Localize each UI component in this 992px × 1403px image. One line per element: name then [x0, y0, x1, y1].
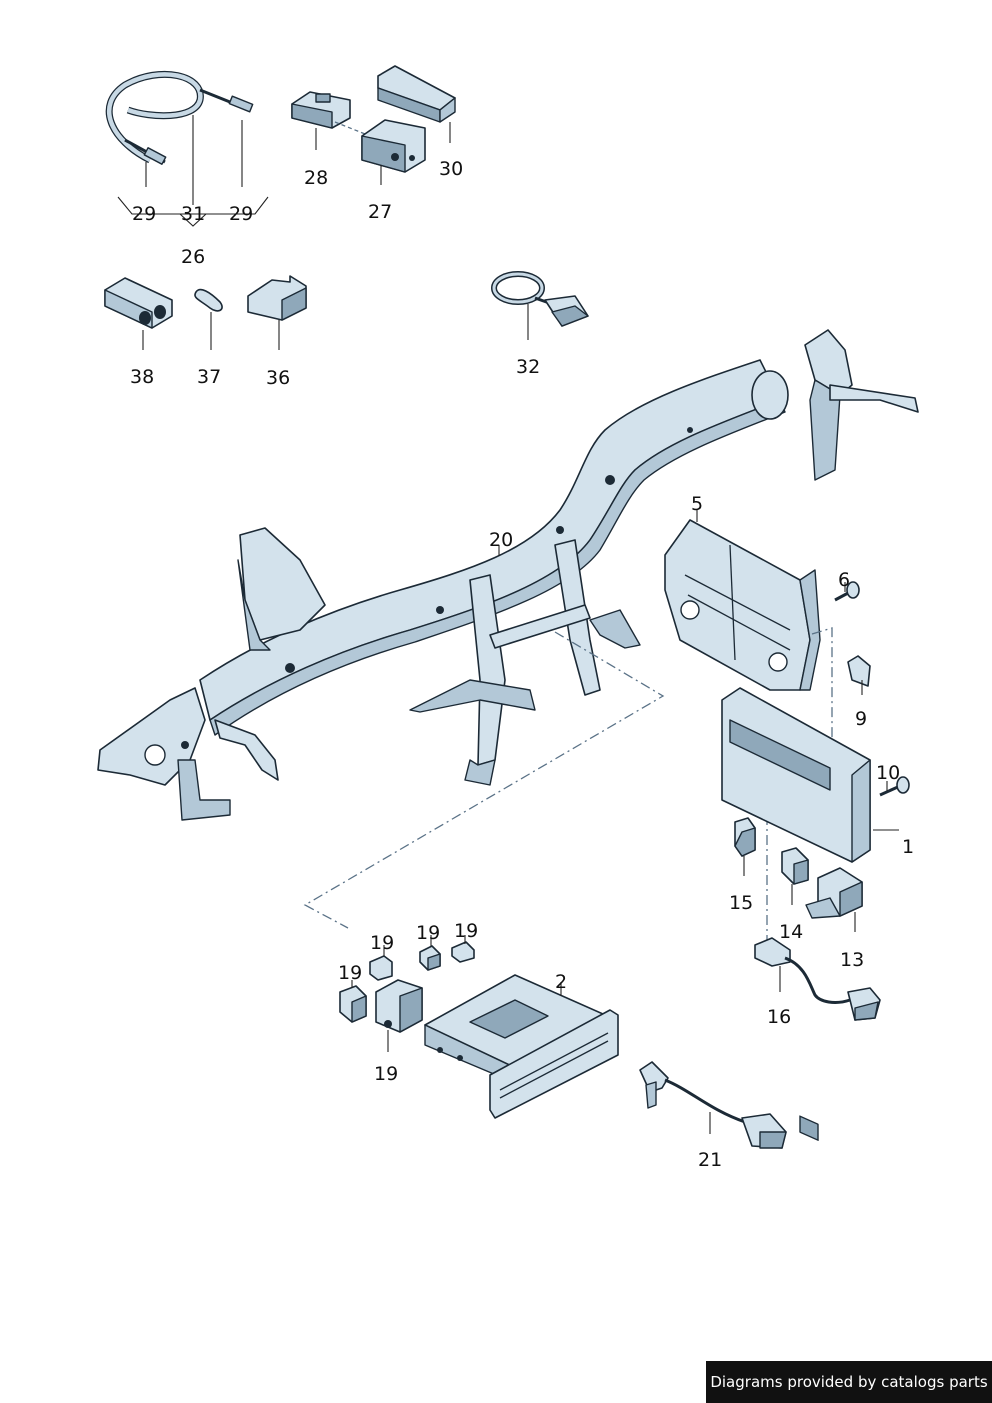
callout-28: 28 [304, 167, 328, 189]
part-20-cross-car-beam [97, 329, 919, 821]
callout-19-top-c: 19 [454, 920, 478, 942]
callout-16: 16 [767, 1006, 791, 1028]
part-16-harness [754, 937, 881, 1021]
callout-labels: 29 31 29 26 28 27 30 38 37 36 32 20 5 6 … [130, 158, 914, 1171]
callout-31: 31 [181, 203, 205, 225]
part-30-cover [377, 65, 456, 123]
part-10-screw [879, 776, 910, 797]
callout-19-top-b: 19 [416, 922, 440, 944]
part-28-connector [291, 91, 351, 129]
callout-14: 14 [779, 921, 803, 943]
callout-5: 5 [691, 493, 703, 515]
part-5-bracket [664, 519, 821, 691]
part-9-clip [847, 655, 871, 687]
callout-30: 30 [439, 158, 463, 180]
part-37-plug [194, 288, 223, 312]
part-21-antenna-cable [639, 1061, 787, 1149]
part-19-connector-small-c [451, 941, 475, 963]
callout-9: 9 [855, 708, 867, 730]
callout-29-left: 29 [132, 203, 156, 225]
part-38-double-sleeve [104, 277, 173, 329]
callout-19-bottom: 19 [374, 1063, 398, 1085]
callout-26: 26 [181, 246, 205, 268]
callout-36: 36 [266, 367, 290, 389]
callout-2: 2 [555, 971, 567, 993]
callout-38: 38 [130, 366, 154, 388]
part-15-connector [734, 817, 756, 857]
part-19-connector-small-a [369, 955, 393, 981]
callout-20: 20 [489, 529, 513, 551]
part-27-bracket [361, 119, 426, 173]
part-32-ring-terminal [491, 271, 589, 327]
part-2-radio-unit [424, 974, 619, 1119]
part-13-connector [805, 867, 863, 919]
callout-15: 15 [729, 892, 753, 914]
callout-37: 37 [197, 366, 221, 388]
callout-21: 21 [698, 1149, 722, 1171]
callout-19-top-a: 19 [370, 932, 394, 954]
callout-1: 1 [902, 836, 914, 858]
part-19-connector-small-b [419, 945, 441, 971]
callout-27: 27 [368, 201, 392, 223]
footer-credit: Diagrams provided by catalogs parts [706, 1361, 992, 1403]
callout-10: 10 [876, 762, 900, 784]
callout-29-right: 29 [229, 203, 253, 225]
part-14-connector [781, 847, 809, 885]
callout-13: 13 [840, 949, 864, 971]
callout-6: 6 [838, 569, 850, 591]
callout-32: 32 [516, 356, 540, 378]
part-1-control-unit [721, 687, 871, 1141]
callout-19-left: 19 [338, 962, 362, 984]
part-31-coiled-cable [105, 70, 254, 165]
part-36-cap [247, 275, 307, 321]
part-6-bolt [834, 581, 860, 602]
part-19-connector-small-d [339, 985, 367, 1023]
part-19-connector-housing [375, 979, 423, 1033]
